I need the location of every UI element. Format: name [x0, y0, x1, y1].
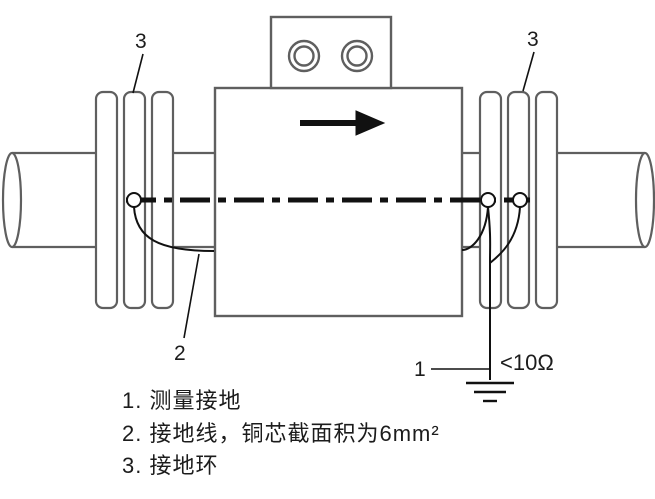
ground-wire-right: [461, 206, 521, 380]
legend-item-2: 2. 接地线，铜芯截面积为6mm²: [122, 421, 440, 446]
legend-item-3: 3. 接地环: [122, 453, 218, 478]
callout-2: 2: [174, 342, 186, 365]
leader-lines: [132, 51, 535, 370]
resistance-label: <10Ω: [500, 350, 554, 375]
flow-arrow-icon: [300, 110, 386, 136]
ground-point-left: [126, 192, 142, 208]
callout-3-left: 3: [135, 30, 147, 53]
pipe-left: [1, 151, 98, 249]
leader-3-left: [132, 53, 144, 94]
leader-3-right: [522, 51, 535, 92]
ground-point-right-1: [480, 192, 496, 208]
leader-2: [183, 253, 200, 339]
junction-box: [269, 15, 393, 90]
legend-item-1: 1. 测量接地: [122, 388, 241, 413]
terminal-right-icon: [340, 39, 374, 73]
earth-ground-icon: [466, 381, 514, 403]
callout-3-right: 3: [527, 28, 539, 51]
pipe-stub-left: [174, 151, 215, 249]
terminal-left-icon: [287, 39, 321, 73]
ground-wire-left: [133, 206, 215, 252]
callout-1: 1: [414, 358, 426, 381]
ground-point-circles: [126, 192, 528, 208]
ground-point-right-2: [512, 192, 528, 208]
legend: 1. 测量接地 2. 接地线，铜芯截面积为6mm² 3. 接地环: [122, 388, 440, 478]
pipe-right: [556, 151, 655, 249]
